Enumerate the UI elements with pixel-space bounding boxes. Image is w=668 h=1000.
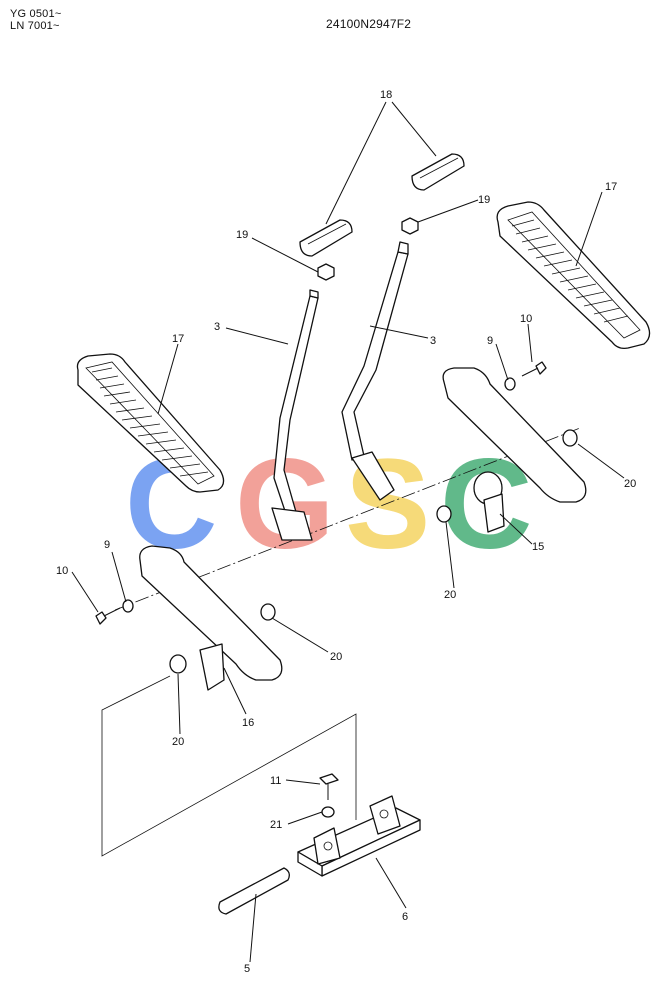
washer-21 <box>321 806 335 818</box>
callout-10-right: 10 <box>520 313 532 325</box>
assembly-lines <box>101 675 357 857</box>
callout-3-left: 3 <box>214 321 220 333</box>
callout-6: 6 <box>402 911 408 923</box>
callout-11: 11 <box>270 775 281 787</box>
bushing-d <box>562 429 578 447</box>
callout-15: 15 <box>532 541 544 553</box>
bolt-right <box>521 361 547 377</box>
callout-20-mid: 20 <box>330 651 342 663</box>
bolt-left <box>95 607 121 625</box>
callout-21: 21 <box>270 819 282 831</box>
callout-labels: 18 17 19 19 3 3 17 9 10 20 9 10 20 15 20… <box>56 89 636 975</box>
callout-18: 18 <box>380 89 392 101</box>
callout-17-left: 17 <box>172 333 184 345</box>
rod-right <box>341 241 409 501</box>
bushing-a <box>260 603 276 621</box>
callout-19-right: 19 <box>478 194 490 206</box>
drawing-code: 24100N2947F2 <box>326 17 412 31</box>
callout-19-left: 19 <box>236 229 248 241</box>
callout-9-right: 9 <box>487 335 493 347</box>
pedal-arm-left <box>139 545 283 691</box>
washer-right <box>504 377 516 391</box>
washer-left <box>122 599 134 613</box>
bracket-base <box>297 795 421 877</box>
serial-range: YG 0501~ LN 7001~ <box>10 8 61 32</box>
callout-5: 5 <box>244 963 250 975</box>
bushing-c <box>436 505 452 523</box>
callout-9-left: 9 <box>104 539 110 551</box>
pedal-pad-right <box>496 201 651 350</box>
pedal-arm-right <box>442 367 587 533</box>
callout-17-right: 17 <box>605 181 617 193</box>
pin-5 <box>218 867 290 915</box>
rod-left <box>271 289 319 541</box>
serial-line-2: LN 7001~ <box>10 20 60 32</box>
nut-right <box>401 217 419 235</box>
callout-20-left: 20 <box>172 736 184 748</box>
leader-lines <box>71 101 625 963</box>
callout-10-left: 10 <box>56 565 68 577</box>
nut-left <box>317 263 335 281</box>
bolt-11 <box>319 773 339 800</box>
callout-20-center: 20 <box>444 589 456 601</box>
rubber-cap-left <box>299 219 353 257</box>
pedal-pad-left <box>76 353 225 493</box>
serial-line-1: YG 0501~ <box>10 8 62 20</box>
callout-3-right: 3 <box>430 335 436 347</box>
callout-16: 16 <box>242 717 254 729</box>
bushing-b <box>169 654 187 674</box>
callout-20-right: 20 <box>624 478 636 490</box>
rubber-cap-right <box>411 153 465 191</box>
